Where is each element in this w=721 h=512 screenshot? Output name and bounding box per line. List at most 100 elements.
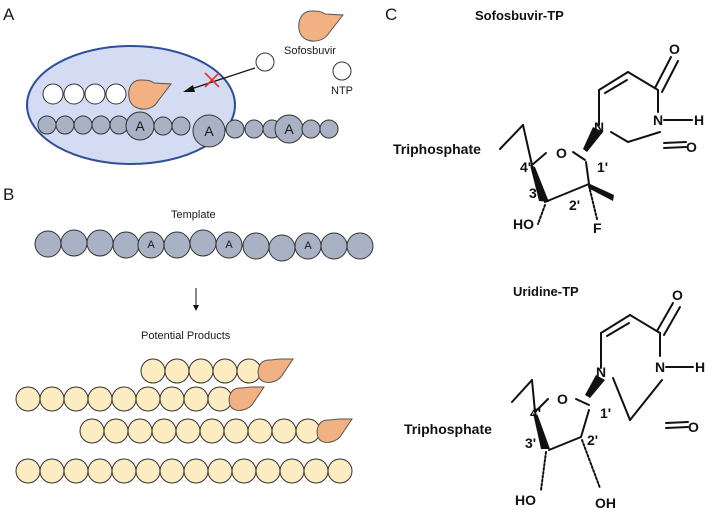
template-nucleotide — [171, 116, 191, 136]
uridine-ho3: HO — [515, 492, 536, 508]
sofosbuvir-c4: 4' — [520, 159, 531, 175]
template-adenine — [192, 114, 226, 148]
product-nucleotide — [231, 458, 257, 484]
template-nucleotide — [34, 230, 62, 258]
uridine-triphosphate: Triphosphate — [404, 421, 492, 437]
ntp-label: NTP — [331, 85, 353, 97]
template-strand-b — [34, 229, 374, 262]
uridine-o-top: O — [672, 287, 683, 303]
product-nucleotide — [159, 386, 185, 412]
sofosbuvir-label: Sofosbuvir — [284, 45, 336, 57]
blocked-x-icon — [204, 72, 220, 88]
sofosbuvir-o-right: O — [686, 139, 697, 155]
sofosbuvir-h: H — [694, 112, 704, 128]
sofosbuvir-n3: N — [653, 112, 663, 128]
sofosbuvir-tp-title: Sofosbuvir-TP — [475, 8, 564, 23]
adenine-label: A — [284, 121, 294, 137]
product-nucleotide — [15, 458, 41, 484]
uridine-o-right: O — [688, 419, 699, 435]
product-nucleotide — [111, 386, 137, 412]
product-nucleotide — [159, 458, 185, 484]
uridine-oh2: OH — [595, 495, 616, 511]
uridine-c2: 2' — [587, 432, 598, 448]
adenine-label: A — [225, 239, 233, 251]
product-nucleotide — [135, 386, 161, 412]
product-nucleotide — [164, 358, 190, 384]
product-nucleotide — [140, 358, 166, 384]
template-nucleotide — [91, 115, 111, 135]
sofosbuvir-c1: 1' — [597, 159, 608, 175]
product-nucleotide — [279, 458, 305, 484]
nascent-nucleotide — [63, 83, 85, 105]
template-nucleotide — [244, 119, 264, 139]
product-nucleotide — [207, 458, 233, 484]
template-nucleotide — [268, 234, 296, 262]
potential-products — [15, 358, 353, 484]
product-nucleotide — [255, 458, 281, 484]
panel-label-b: B — [3, 185, 14, 204]
product-nucleotide — [303, 458, 329, 484]
product-nucleotide — [15, 386, 41, 412]
incorporation-arrow — [190, 67, 256, 90]
product-nucleotide — [127, 418, 153, 444]
uridine-tp-structure: Uridine-TP N N H O O O Triphosphate 4' 1… — [404, 284, 705, 511]
product-nucleotide — [199, 418, 225, 444]
template-strand-a — [37, 111, 339, 148]
sofosbuvir-tp-structure: Sofosbuvir-TP N N H O O O Triphosphate — [393, 8, 704, 236]
template-nucleotide — [346, 232, 374, 260]
product-nucleotide — [295, 418, 321, 444]
uridine-h: H — [695, 359, 705, 375]
uridine-n3: N — [655, 359, 665, 375]
product-nucleotide — [327, 458, 353, 484]
adenine-label: A — [304, 240, 312, 252]
product-nucleotide — [175, 418, 201, 444]
potential-products-label: Potential Products — [141, 330, 231, 342]
sofosbuvir-n1: N — [594, 119, 604, 135]
product-nucleotide — [87, 386, 113, 412]
product-nucleotide — [39, 386, 65, 412]
terminal-sofosbuvir-shape — [257, 358, 294, 383]
uridine-n1: N — [596, 364, 606, 380]
template-nucleotide — [73, 115, 93, 135]
nascent-nucleotide — [42, 83, 64, 105]
sofosbuvir-c2: 2' — [569, 197, 580, 213]
product-nucleotide — [103, 418, 129, 444]
sofosbuvir-ho: HO — [513, 216, 534, 232]
adenine-label: A — [135, 118, 145, 134]
template-nucleotide — [112, 231, 140, 259]
template-label: Template — [171, 209, 216, 221]
terminal-sofosbuvir-shape — [316, 418, 353, 443]
product-nucleotide — [79, 418, 105, 444]
template-nucleotide — [301, 119, 321, 139]
template-nucleotide — [320, 232, 348, 260]
template-nucleotide — [37, 115, 57, 135]
uridine-c4: 4' — [530, 405, 541, 421]
uridine-ring-o: O — [557, 391, 568, 407]
product-nucleotide — [247, 418, 273, 444]
product-nucleotide — [212, 358, 238, 384]
template-nucleotide — [60, 229, 88, 257]
product-nucleotide — [188, 358, 214, 384]
sofosbuvir-o-top: O — [669, 41, 680, 57]
nascent-nucleotide — [84, 83, 106, 105]
product-nucleotide — [63, 458, 89, 484]
template-nucleotide — [86, 229, 114, 257]
template-nucleotide — [242, 232, 270, 260]
template-nucleotide — [189, 229, 217, 257]
terminal-sofosbuvir-shape — [228, 386, 265, 411]
product-nucleotide — [207, 386, 233, 412]
product-nucleotide — [271, 418, 297, 444]
incorporation-arrowhead — [183, 85, 195, 92]
product-nucleotide — [223, 418, 249, 444]
sofosbuvir-f: F — [593, 220, 602, 236]
product-nucleotide — [39, 458, 65, 484]
uridine-c1: 1' — [600, 405, 611, 421]
sofosbuvir-c3: 3' — [529, 185, 540, 201]
product-nucleotide — [151, 418, 177, 444]
nascent-strand — [42, 83, 127, 105]
template-nucleotide — [163, 231, 191, 259]
template-adenine — [215, 231, 243, 259]
panel-label-a: A — [3, 5, 15, 24]
product-nucleotide — [63, 386, 89, 412]
